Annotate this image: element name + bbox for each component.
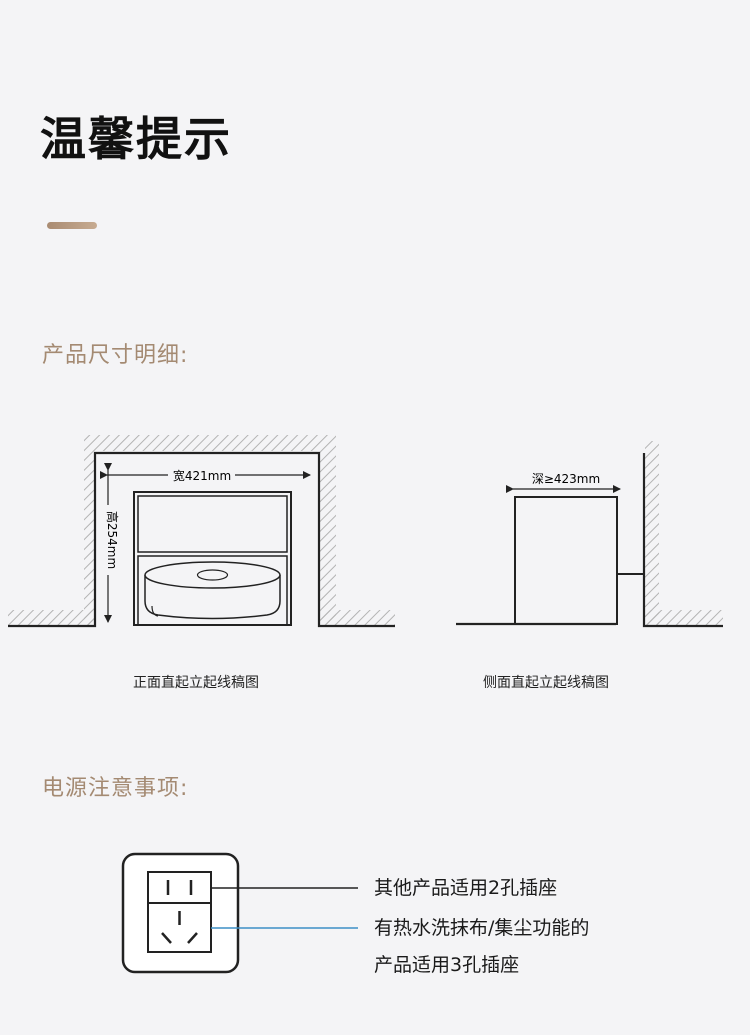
page-title: 温馨提示 bbox=[40, 112, 232, 166]
front-view-caption: 正面直起立起线稿图 bbox=[133, 675, 259, 691]
robot-vacuum-base bbox=[144, 561, 281, 620]
front-wall-outline bbox=[8, 451, 395, 628]
depth-label: 深≥423mm bbox=[532, 472, 600, 486]
side-wall-hatch bbox=[645, 441, 723, 626]
three-pin-socket-icon bbox=[147, 902, 212, 953]
front-view-diagram: 宽421mm 高254mm bbox=[8, 435, 395, 628]
title-accent-bar bbox=[47, 222, 97, 229]
side-view-caption: 侧面直起立起线稿图 bbox=[483, 675, 609, 691]
side-cabinet bbox=[514, 496, 618, 625]
socket-diagram bbox=[121, 852, 358, 974]
height-label: 高254mm bbox=[105, 511, 120, 569]
side-wall-outline bbox=[642, 453, 723, 628]
two-pin-socket-icon bbox=[147, 871, 212, 904]
dimensions-heading: 产品尺寸明细: bbox=[42, 343, 189, 368]
power-heading: 电源注意事项: bbox=[42, 776, 189, 801]
two-pin-note: 其他产品适用2孔插座 bbox=[374, 877, 558, 899]
front-wall-hatch bbox=[8, 435, 395, 626]
three-pin-note-line1: 有热水洗抹布/集尘功能的 bbox=[374, 917, 590, 939]
three-pin-note-line2: 产品适用3孔插座 bbox=[374, 954, 520, 976]
front-cabinet bbox=[133, 491, 292, 626]
width-label: 宽421mm bbox=[173, 468, 231, 483]
side-view-diagram: 深≥423mm bbox=[456, 441, 723, 628]
